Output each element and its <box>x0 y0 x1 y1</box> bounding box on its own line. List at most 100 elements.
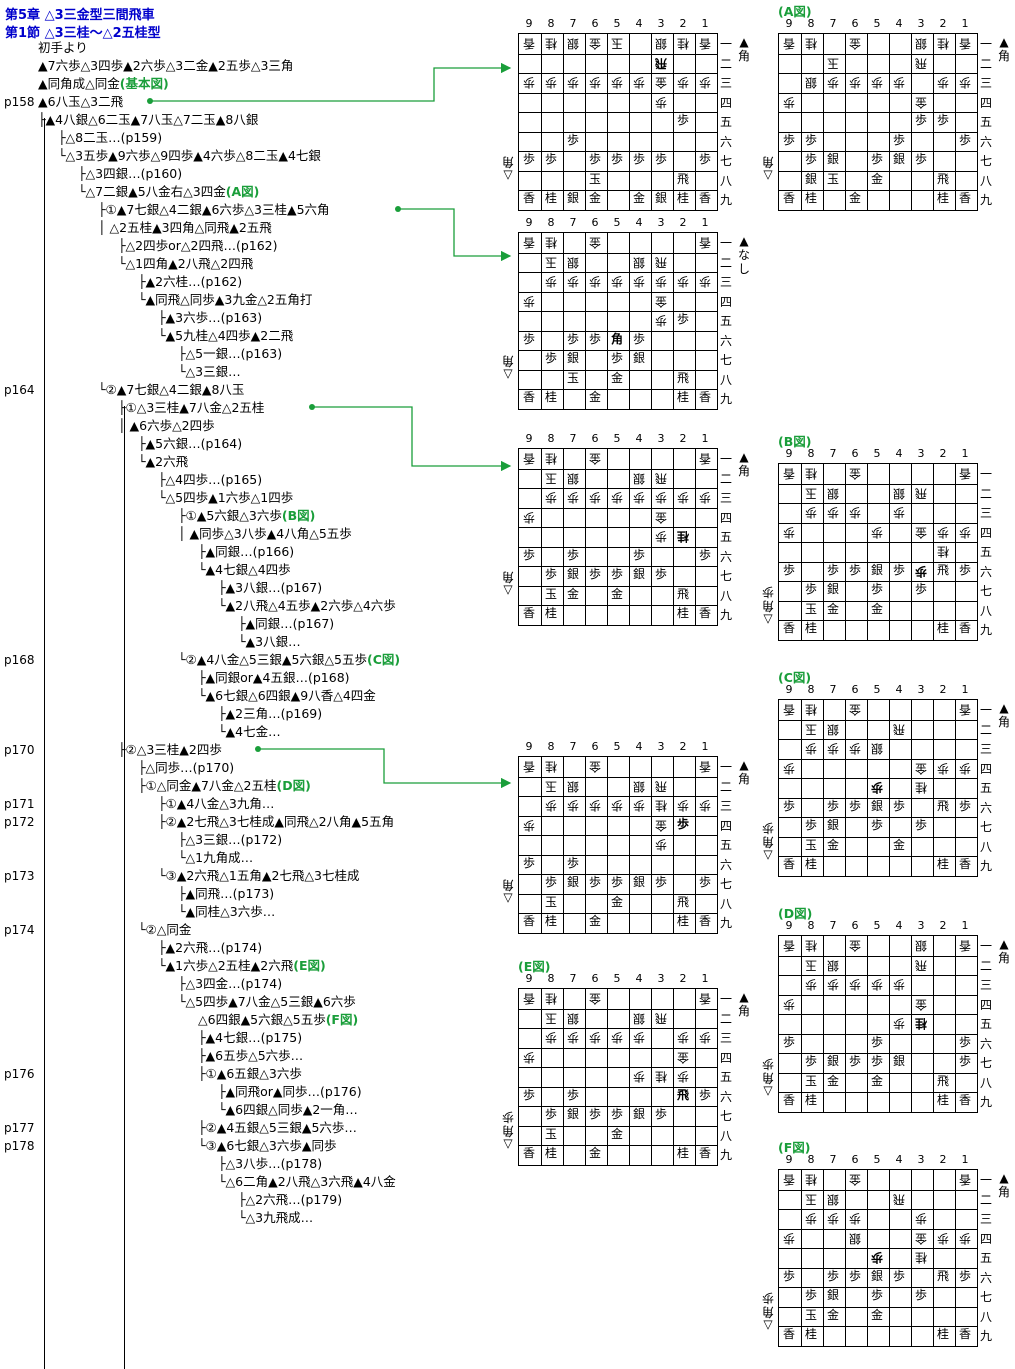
piece: 玉 <box>804 601 817 616</box>
board-grid <box>778 935 978 1113</box>
piece: 金 <box>588 914 601 928</box>
piece: 銀 <box>826 582 839 596</box>
rank-number: 二 <box>979 722 992 737</box>
grid-h <box>779 581 977 582</box>
move-text: ├▲2六桂…(p162) <box>138 274 243 289</box>
file-number: 4 <box>635 216 643 229</box>
grid-v <box>607 34 608 210</box>
tree-line: └▲6四銀△同歩▲2一角… <box>218 1102 358 1118</box>
grid-h <box>519 291 717 293</box>
piece: 銀 <box>632 1107 645 1121</box>
tree-line: └▲4七金… <box>218 724 281 740</box>
diagram-tag: (B図) <box>281 508 316 523</box>
rank-number: 一 <box>719 760 732 774</box>
grid-h <box>519 350 717 351</box>
grid-h <box>519 1047 717 1049</box>
piece: 桂 <box>676 191 689 205</box>
connector-arrow-n2 <box>312 406 512 472</box>
grid-h <box>519 92 717 94</box>
piece: 歩 <box>870 1288 883 1302</box>
move-text: ├△3四金…(p174) <box>178 976 283 991</box>
grid-h <box>519 893 717 895</box>
rank-number: 二 <box>719 56 732 71</box>
rank-number: 五 <box>719 115 732 129</box>
tree-line: ├②△3三桂▲2四歩 <box>118 742 222 758</box>
grid-v <box>911 464 912 640</box>
file-number: 4 <box>895 683 903 696</box>
file-number: 5 <box>873 919 881 932</box>
file-number: 5 <box>873 17 881 30</box>
piece: 歩 <box>610 875 623 889</box>
piece: 歩 <box>566 1087 579 1102</box>
piece: 金 <box>610 370 623 385</box>
grid-h <box>779 797 977 799</box>
tree-line: └▲3八銀… <box>238 634 301 650</box>
board-grid <box>518 756 718 934</box>
move-text: ├▲3六歩…(p163) <box>158 310 263 325</box>
piece: 香 <box>958 1093 971 1107</box>
grid-h <box>519 796 717 797</box>
tree-line: │ △2五桂▲3四角△同飛▲2五飛 <box>98 220 272 236</box>
piece: 香 <box>522 191 535 205</box>
grid-v <box>563 989 564 1165</box>
file-number: 8 <box>807 1153 815 1166</box>
move-text: └②▲4八金△5三銀▲5六銀△5五歩 <box>178 652 367 667</box>
grid-v <box>889 34 890 210</box>
grid-v <box>651 34 652 210</box>
file-number: 3 <box>917 447 925 460</box>
board-grid <box>518 232 718 410</box>
piece: 歩 <box>522 855 535 870</box>
rank-number: 八 <box>979 603 992 618</box>
piece: 香 <box>782 191 795 205</box>
rank-number: 八 <box>979 1309 992 1324</box>
piece: 歩 <box>588 875 601 889</box>
piece: 歩 <box>782 1268 795 1283</box>
piece: 香 <box>698 914 711 928</box>
file-number: 4 <box>635 972 643 985</box>
tree-line: └△6二角▲2八飛△3六飛▲4八金 <box>218 1174 396 1190</box>
move-text: └△5四歩▲1六歩△1四歩 <box>158 490 294 505</box>
move-text: ├▲同飛…(p173) <box>178 886 275 901</box>
file-number: 6 <box>851 1153 859 1166</box>
rank-number: 六 <box>719 857 732 872</box>
grid-h <box>519 53 717 55</box>
piece: 歩 <box>698 152 711 166</box>
rank-number: 三 <box>719 799 732 813</box>
piece: 歩 <box>914 152 927 166</box>
grid-v <box>695 34 696 210</box>
piece: 玉 <box>826 171 839 186</box>
rank-number: 七 <box>719 1109 732 1123</box>
file-number: 7 <box>829 919 837 932</box>
piece: 歩 <box>892 798 905 813</box>
move-text: ├△2四歩or△2四飛…(p162) <box>118 238 278 253</box>
move-text: └△1九角成… <box>178 850 254 865</box>
piece: 玉 <box>544 1126 557 1141</box>
file-number: 2 <box>939 683 947 696</box>
rank-number: 三 <box>979 742 992 756</box>
rank-number: 一 <box>719 992 732 1006</box>
grid-v <box>673 449 674 625</box>
file-number: 9 <box>785 447 793 460</box>
tree-line: └▲同桂△3六歩… <box>178 904 275 920</box>
piece: 歩 <box>654 1107 667 1121</box>
rank-number: 八 <box>719 372 732 387</box>
piece: 飛 <box>936 562 949 577</box>
piece: 銀 <box>892 152 905 166</box>
file-number: 2 <box>939 919 947 932</box>
rank-number: 七 <box>979 1056 992 1070</box>
file-number: 7 <box>829 683 837 696</box>
tree-line: ├▲2六桂…(p162) <box>138 274 242 290</box>
grid-v <box>889 936 890 1112</box>
move-text: ├①▲6五銀△3六歩 <box>198 1066 302 1081</box>
page-ref: p171 <box>4 797 35 811</box>
piece: 香 <box>522 1146 535 1160</box>
move-text: │ ▲同歩△3八歩▲4八角△5五歩 <box>178 526 352 541</box>
grid-v <box>585 449 586 625</box>
tree-line: ├△4四歩…(p165) <box>158 472 262 488</box>
sente-hand: ▲ 角 <box>737 758 750 786</box>
grid-h <box>519 272 717 273</box>
grid-h <box>519 1067 717 1068</box>
grid-h <box>519 369 717 371</box>
grid-h <box>779 600 977 602</box>
